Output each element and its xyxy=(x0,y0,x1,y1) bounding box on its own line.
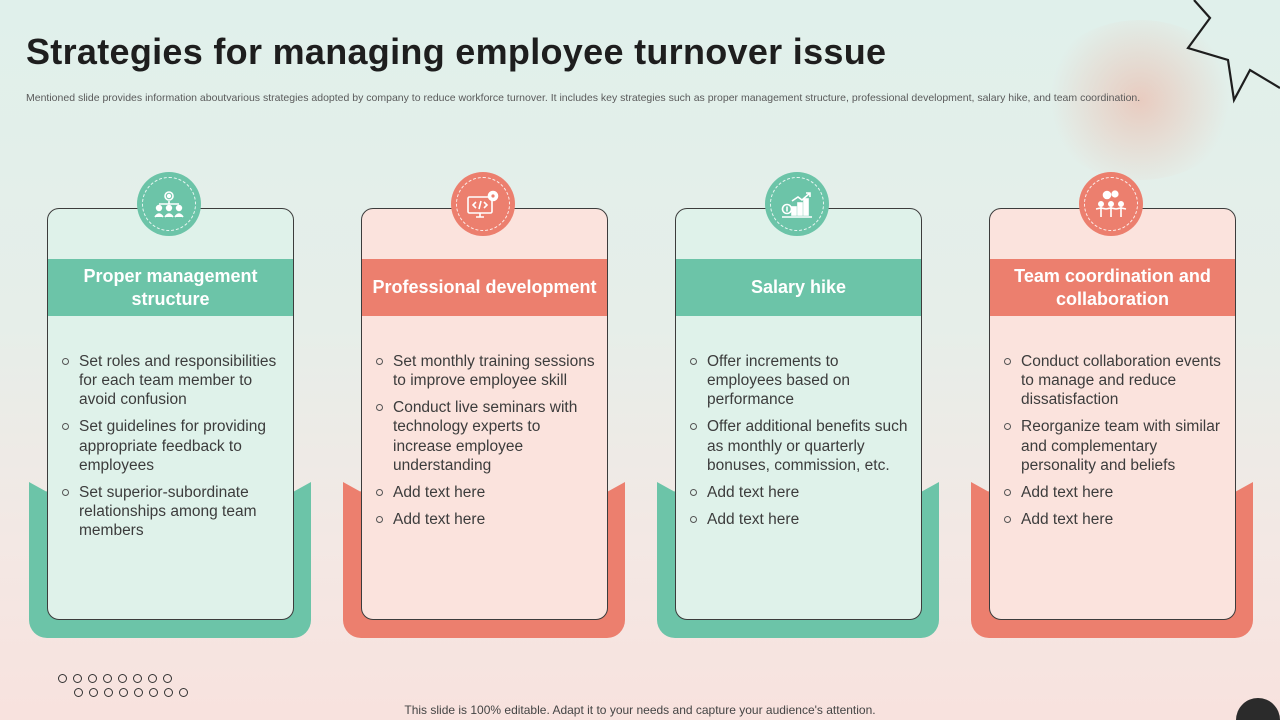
strategy-card-management: Proper management structure Set roles an… xyxy=(29,172,311,638)
dot-pattern xyxy=(58,674,188,702)
bullet-list: Conduct collaboration events to manage a… xyxy=(1003,352,1225,537)
strategy-card-team: Team coordination and collaboration Cond… xyxy=(971,172,1253,638)
bullet-item: Offer additional benefits such as monthl… xyxy=(689,417,911,475)
zigzag-decoration-icon xyxy=(1186,0,1280,104)
card-heading: Team coordination and collaboration xyxy=(990,259,1235,316)
page-title: Strategies for managing employee turnove… xyxy=(26,31,887,72)
strategy-card-development: Professional development Set monthly tra… xyxy=(343,172,625,638)
card-body: Proper management structure Set roles an… xyxy=(47,208,294,620)
page-subtitle: Mentioned slide provides information abo… xyxy=(26,92,1141,104)
bullet-item: Add text here xyxy=(689,483,911,502)
computer-code-gear-icon xyxy=(451,172,515,236)
decorative-glow xyxy=(1040,20,1240,180)
team-management-icon xyxy=(137,172,201,236)
bullet-item: Set guidelines for providing appropriate… xyxy=(61,417,283,475)
card-heading: Salary hike xyxy=(676,259,921,316)
bullet-list: Set monthly training sessions to improve… xyxy=(375,352,597,537)
footer-note: This slide is 100% editable. Adapt it to… xyxy=(404,703,876,717)
card-body: Professional development Set monthly tra… xyxy=(361,208,608,620)
bullet-item: Add text here xyxy=(1003,510,1225,529)
bullet-item: Add text here xyxy=(689,510,911,529)
bullet-item: Add text here xyxy=(375,483,597,502)
card-body: Team coordination and collaboration Cond… xyxy=(989,208,1236,620)
corner-decoration xyxy=(1236,698,1280,720)
salary-growth-chart-icon xyxy=(765,172,829,236)
bullet-item: Set roles and responsibilities for each … xyxy=(61,352,283,410)
bullet-item: Reorganize team with similar and complem… xyxy=(1003,417,1225,475)
bullet-item: Set superior-subordinate relationships a… xyxy=(61,483,283,541)
bullet-item: Set monthly training sessions to improve… xyxy=(375,352,597,390)
team-collaboration-gears-icon xyxy=(1079,172,1143,236)
bullet-list: Offer increments to employees based on p… xyxy=(689,352,911,537)
bullet-item: Offer increments to employees based on p… xyxy=(689,352,911,410)
card-heading: Professional development xyxy=(362,259,607,316)
strategy-card-salary: Salary hike Offer increments to employee… xyxy=(657,172,939,638)
bullet-list: Set roles and responsibilities for each … xyxy=(61,352,283,548)
bullet-item: Add text here xyxy=(375,510,597,529)
bullet-item: Conduct live seminars with technology ex… xyxy=(375,398,597,475)
bullet-item: Add text here xyxy=(1003,483,1225,502)
card-body: Salary hike Offer increments to employee… xyxy=(675,208,922,620)
card-heading: Proper management structure xyxy=(48,259,293,316)
bullet-item: Conduct collaboration events to manage a… xyxy=(1003,352,1225,410)
